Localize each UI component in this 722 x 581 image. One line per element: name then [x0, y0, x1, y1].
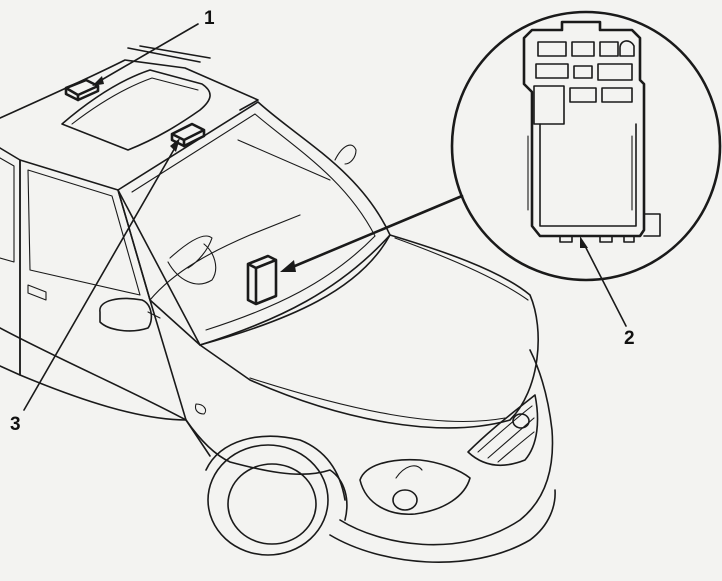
leader-1	[97, 23, 199, 83]
headlight	[359, 458, 471, 515]
fuse-box-inner	[539, 123, 637, 227]
fuse-box-outline	[522, 20, 646, 238]
fuse-slot-c2	[601, 87, 633, 103]
zoom-circle	[450, 10, 722, 282]
fuse-slot-a4	[619, 40, 635, 57]
steering-wheel	[167, 243, 217, 285]
fender-marker	[194, 403, 207, 415]
headlight-lens	[392, 489, 418, 511]
front-wheel	[207, 444, 329, 556]
hood-crease	[249, 237, 529, 423]
rear-window	[0, 157, 15, 263]
grille-bars	[477, 405, 535, 463]
callout-3: 3	[10, 414, 21, 435]
windshield-inner	[131, 113, 376, 331]
bottom-connectors	[559, 235, 635, 243]
fuse-slot-b3	[597, 63, 633, 81]
front-fender	[185, 419, 348, 521]
relay-box-2	[246, 254, 278, 306]
side-rails	[527, 135, 633, 211]
fuse-slot-b2	[573, 65, 593, 79]
fuse-slot-c1	[569, 87, 597, 103]
fuse-slot-a2	[571, 41, 595, 57]
fuse-slot-b1	[535, 63, 569, 79]
grille	[467, 394, 539, 467]
roof-rack	[127, 45, 211, 63]
mount-bracket	[643, 213, 661, 237]
arrow-fusebox	[280, 260, 296, 272]
front-wheel-rim	[227, 463, 317, 545]
side-mirror	[99, 297, 153, 332]
fuse-slot-a3	[599, 41, 619, 57]
rear-door	[0, 147, 21, 376]
leader-3	[23, 145, 177, 411]
headlight-inner	[395, 465, 423, 479]
bumper-lower	[329, 489, 556, 563]
callout-2: 2	[624, 328, 635, 349]
sunroof-inner	[71, 77, 199, 125]
rocker-panel	[0, 327, 211, 457]
arrow-1	[92, 76, 104, 86]
front-bumper	[339, 349, 554, 546]
fuse-slot-a1	[537, 41, 567, 57]
relay-block	[533, 85, 565, 125]
relay-box-1	[64, 78, 100, 102]
rear-door-handle	[27, 284, 47, 301]
front-door	[19, 159, 187, 421]
hood	[199, 234, 539, 429]
relay-units	[64, 78, 278, 306]
zoom-detail	[450, 10, 722, 282]
wheel-arch	[205, 435, 346, 501]
front-window	[27, 169, 141, 296]
callout-1: 1	[204, 8, 215, 29]
badge-emblem	[512, 413, 530, 429]
rear-view-mirror	[237, 139, 357, 181]
dashboard	[149, 214, 301, 301]
leader-to-fusebox	[288, 194, 464, 270]
roof-outline	[0, 59, 259, 119]
leader-lines	[23, 23, 627, 411]
leader-2	[583, 243, 627, 327]
sunroof	[61, 69, 211, 151]
arrow-2	[580, 236, 588, 248]
arrow-3	[170, 138, 180, 152]
side-mirror-mount	[147, 311, 161, 319]
car-body	[0, 45, 556, 563]
